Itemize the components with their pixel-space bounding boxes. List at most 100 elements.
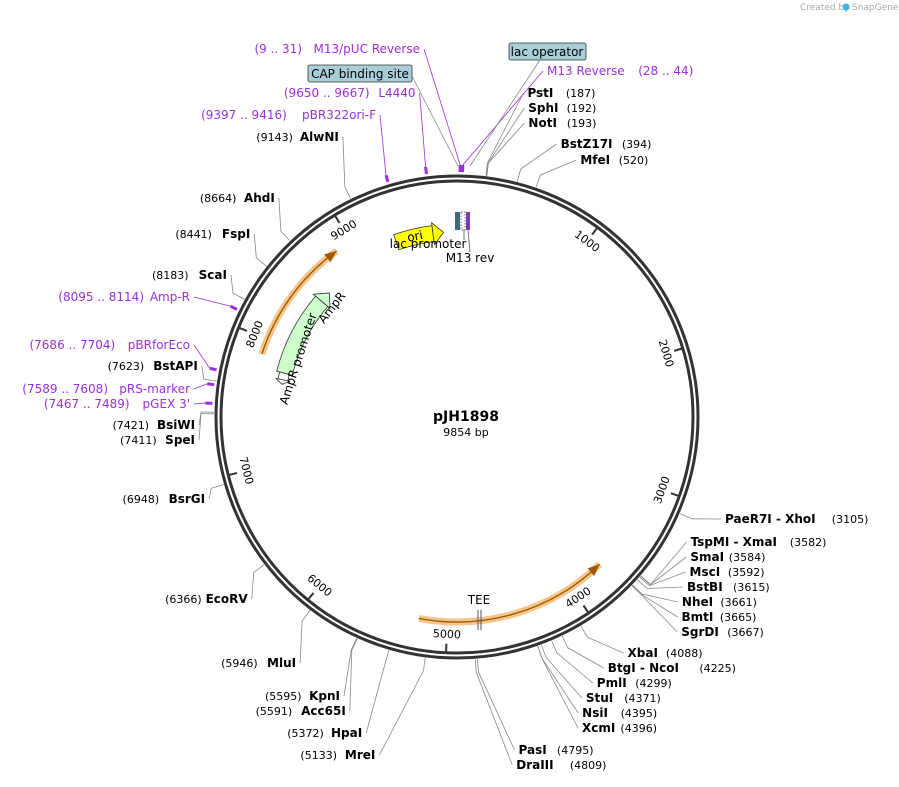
primer-mark: [229, 304, 238, 311]
enzyme-position: (5591): [256, 705, 293, 718]
enzyme-paer7i-xhoi: PaeR7I - XhoI: [725, 512, 816, 526]
primer-m13-reverse: M13 Reverse: [547, 64, 625, 78]
enzyme-psti: PstI: [527, 86, 553, 100]
enzyme-pasi: PasI: [519, 743, 547, 757]
enzyme-btgi-ncoi: BtgI - NcoI: [608, 661, 679, 675]
enzyme-position: (3661): [720, 596, 757, 609]
enzyme-leader: [253, 233, 267, 267]
enzyme-position: (6948): [123, 493, 160, 506]
enzyme-position: (4395): [621, 707, 658, 720]
enzyme-kpni: KpnI: [309, 689, 340, 703]
enzyme-ecorv: EcoRV: [206, 592, 249, 606]
enzyme-mlui: MluI: [267, 656, 296, 670]
enzyme-position: (9143): [256, 131, 293, 144]
enzyme-leader: [278, 197, 291, 241]
tick-mark: [238, 326, 248, 332]
credit-brand: SnapGene: [852, 3, 899, 13]
primer-leader: [193, 383, 208, 390]
ampr-promoter-arrow: [277, 371, 290, 382]
lac-operator-box: lac operator: [508, 42, 587, 61]
enzyme-leader: [551, 640, 594, 684]
enzyme-bstz17i: BstZ17I: [561, 137, 613, 151]
tick-mark: [228, 471, 238, 477]
primer-mark: [207, 382, 215, 387]
primer-m13-puc-reverse: M13/pUC Reverse: [314, 42, 421, 56]
enzyme-xcmi: XcmI: [582, 721, 615, 735]
orf-bottom-arrowhead: [587, 564, 600, 576]
snapgene-logo-icon: [842, 3, 850, 11]
primer-pgex-3: pGEX 3': [143, 397, 190, 411]
enzyme-position: (4809): [570, 759, 607, 772]
backbone-outer-ring: [214, 174, 700, 660]
enzyme-position: (7623): [108, 360, 145, 373]
enzyme-msci: MscI: [690, 565, 721, 579]
enzyme-position: (3582): [790, 536, 827, 549]
primer-amp-r: Amp-R: [150, 290, 190, 304]
tick-mark: [307, 592, 315, 601]
enzyme-nhei: NheI: [682, 595, 713, 609]
lac-operator-label: lac operator: [511, 45, 584, 59]
enzyme-leader: [631, 585, 678, 633]
enzyme-leader: [631, 585, 678, 618]
backbone-inner-ring: [219, 179, 695, 655]
enzyme-tspmi-xmai: TspMI - XmaI: [691, 535, 777, 549]
enzyme-position: (7421): [112, 419, 149, 432]
primer-range: (9650 .. 9667): [284, 86, 370, 100]
enzyme-bstapi: BstAPI: [153, 359, 198, 373]
enzyme-acc65i: Acc65I: [301, 704, 346, 718]
enzyme-ahdi: AhdI: [244, 191, 275, 205]
enzyme-scai: ScaI: [199, 268, 227, 282]
enzyme-leader: [632, 584, 679, 603]
enzyme-smai: SmaI: [690, 550, 724, 564]
enzyme-leader: [485, 92, 524, 176]
primer-leader: [193, 402, 206, 405]
enzyme-leader: [561, 635, 604, 669]
lac-operator-leader: [469, 59, 541, 167]
enzyme-nsii: NsiI: [582, 706, 608, 720]
primer-range: (7686 .. 7704): [29, 338, 115, 352]
primer-mark: [209, 366, 217, 372]
cap-binding-site-label: CAP binding site: [311, 67, 409, 81]
enzyme-mrei: MreI: [345, 748, 375, 762]
tick-mark: [333, 214, 341, 224]
enzyme-leader: [477, 659, 515, 751]
enzyme-stui: StuI: [586, 691, 613, 705]
enzyme-position: (4088): [666, 647, 703, 660]
enzyme-position: (5372): [287, 727, 324, 740]
ampr-promoter-arrowhead: [274, 377, 292, 385]
enzyme-position: (3105): [832, 513, 869, 526]
enzyme-xbai: XbaI: [628, 646, 658, 660]
tick-label: 1000: [572, 228, 602, 255]
enzyme-leader: [208, 484, 224, 500]
primer-leader: [462, 70, 544, 166]
primer-range: (9 .. 31): [254, 42, 302, 56]
enzyme-position: (4795): [557, 744, 594, 757]
cap-binding-site-leader: [411, 75, 459, 167]
m13-rev-mark: [466, 212, 470, 230]
enzyme-position: (193): [567, 117, 597, 130]
enzyme-position: (3584): [729, 551, 766, 564]
enzyme-leader: [640, 556, 687, 586]
enzyme-leader: [201, 365, 217, 382]
enzyme-position: (5595): [265, 690, 302, 703]
lac-promoter-label: lac promoter: [390, 237, 467, 251]
enzyme-position: (6366): [165, 593, 202, 606]
enzyme-leader: [198, 411, 215, 426]
tick-label: 7000: [236, 455, 256, 485]
primer-range: (9397 .. 9416): [201, 108, 287, 122]
enzyme-position: (520): [619, 154, 649, 167]
enzyme-leader: [637, 579, 684, 589]
primer-range: (7589 .. 7608): [22, 382, 108, 396]
tick-label: 3000: [651, 475, 673, 506]
enzyme-position: (8183): [152, 269, 189, 282]
ori-arrowhead: [431, 221, 445, 246]
enzyme-leader: [580, 625, 624, 654]
enzyme-alwni: AlwNI: [300, 130, 339, 144]
enzyme-bsrgi: BsrGI: [169, 492, 206, 506]
primer-pbr322ori-f: pBR322ori-F: [302, 108, 376, 122]
enzyme-spei: SpeI: [165, 433, 195, 447]
enzyme-leader: [535, 159, 577, 188]
tick-label: 2000: [656, 338, 677, 369]
enzyme-leader: [537, 646, 579, 729]
